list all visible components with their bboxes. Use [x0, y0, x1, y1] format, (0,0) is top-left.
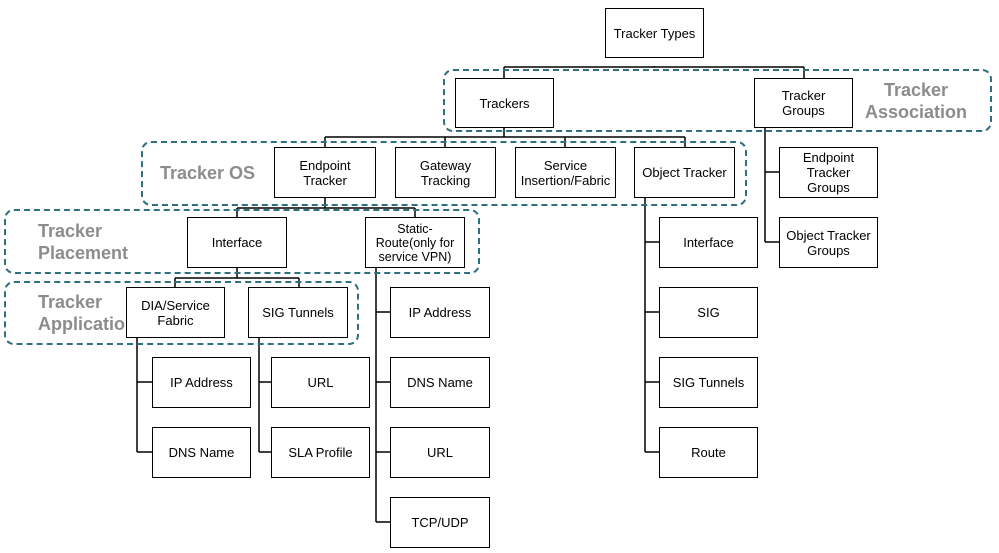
- tracker-association-label: Tracker Association: [864, 80, 968, 122]
- node-service-insertion: Service Insertion/Fabric: [515, 147, 616, 198]
- node-sig-object: SIG: [659, 287, 758, 338]
- connector: [764, 128, 779, 243]
- connector: [236, 198, 416, 217]
- tracker-application-region: [4, 281, 359, 345]
- tracker-application-label: Tracker Application: [38, 292, 136, 334]
- node-tracker-types: Tracker Types: [605, 8, 704, 58]
- node-gateway-tracking: Gateway Tracking: [395, 147, 496, 198]
- node-sla-profile: SLA Profile: [271, 427, 370, 478]
- node-dns-name-static-route: DNS Name: [390, 357, 490, 408]
- node-sig-tunnels-object: SIG Tunnels: [659, 357, 758, 408]
- node-sig-tunnels-endpoint: SIG Tunnels: [248, 287, 348, 338]
- connector: [136, 338, 152, 453]
- node-interface-object: Interface: [659, 217, 758, 268]
- node-ip-address-dia: IP Address: [152, 357, 251, 408]
- node-endpoint-tracker-groups: Endpoint Tracker Groups: [779, 147, 878, 198]
- connector: [258, 338, 271, 453]
- tracker-os-label: Tracker OS: [160, 163, 256, 183]
- node-dns-name-dia: DNS Name: [152, 427, 251, 478]
- connector: [503, 66, 805, 78]
- node-endpoint-tracker: Endpoint Tracker: [274, 147, 376, 198]
- node-route: Route: [659, 427, 758, 478]
- connector: [375, 268, 390, 523]
- node-url-static-route: URL: [390, 427, 490, 478]
- node-object-tracker-groups: Object Tracker Groups: [779, 217, 878, 268]
- node-object-tracker: Object Tracker: [634, 147, 735, 198]
- node-tcp-udp: TCP/UDP: [390, 497, 490, 548]
- node-static-route: Static- Route(only for service VPN): [365, 217, 465, 268]
- node-url-sig: URL: [271, 357, 370, 408]
- tracker-os-region: [141, 141, 747, 206]
- tracker-association-region: [443, 69, 992, 132]
- node-ip-address-static-route: IP Address: [390, 287, 490, 338]
- node-interface-endpoint: Interface: [187, 217, 287, 268]
- node-tracker-groups: Tracker Groups: [754, 78, 853, 128]
- tracker-placement-region: [4, 209, 480, 274]
- tracker-placement-label: Tracker Placement: [38, 221, 129, 263]
- connector: [644, 198, 659, 453]
- node-trackers: Trackers: [455, 78, 554, 128]
- node-dia-service-fabric: DIA/Service Fabric: [126, 287, 225, 338]
